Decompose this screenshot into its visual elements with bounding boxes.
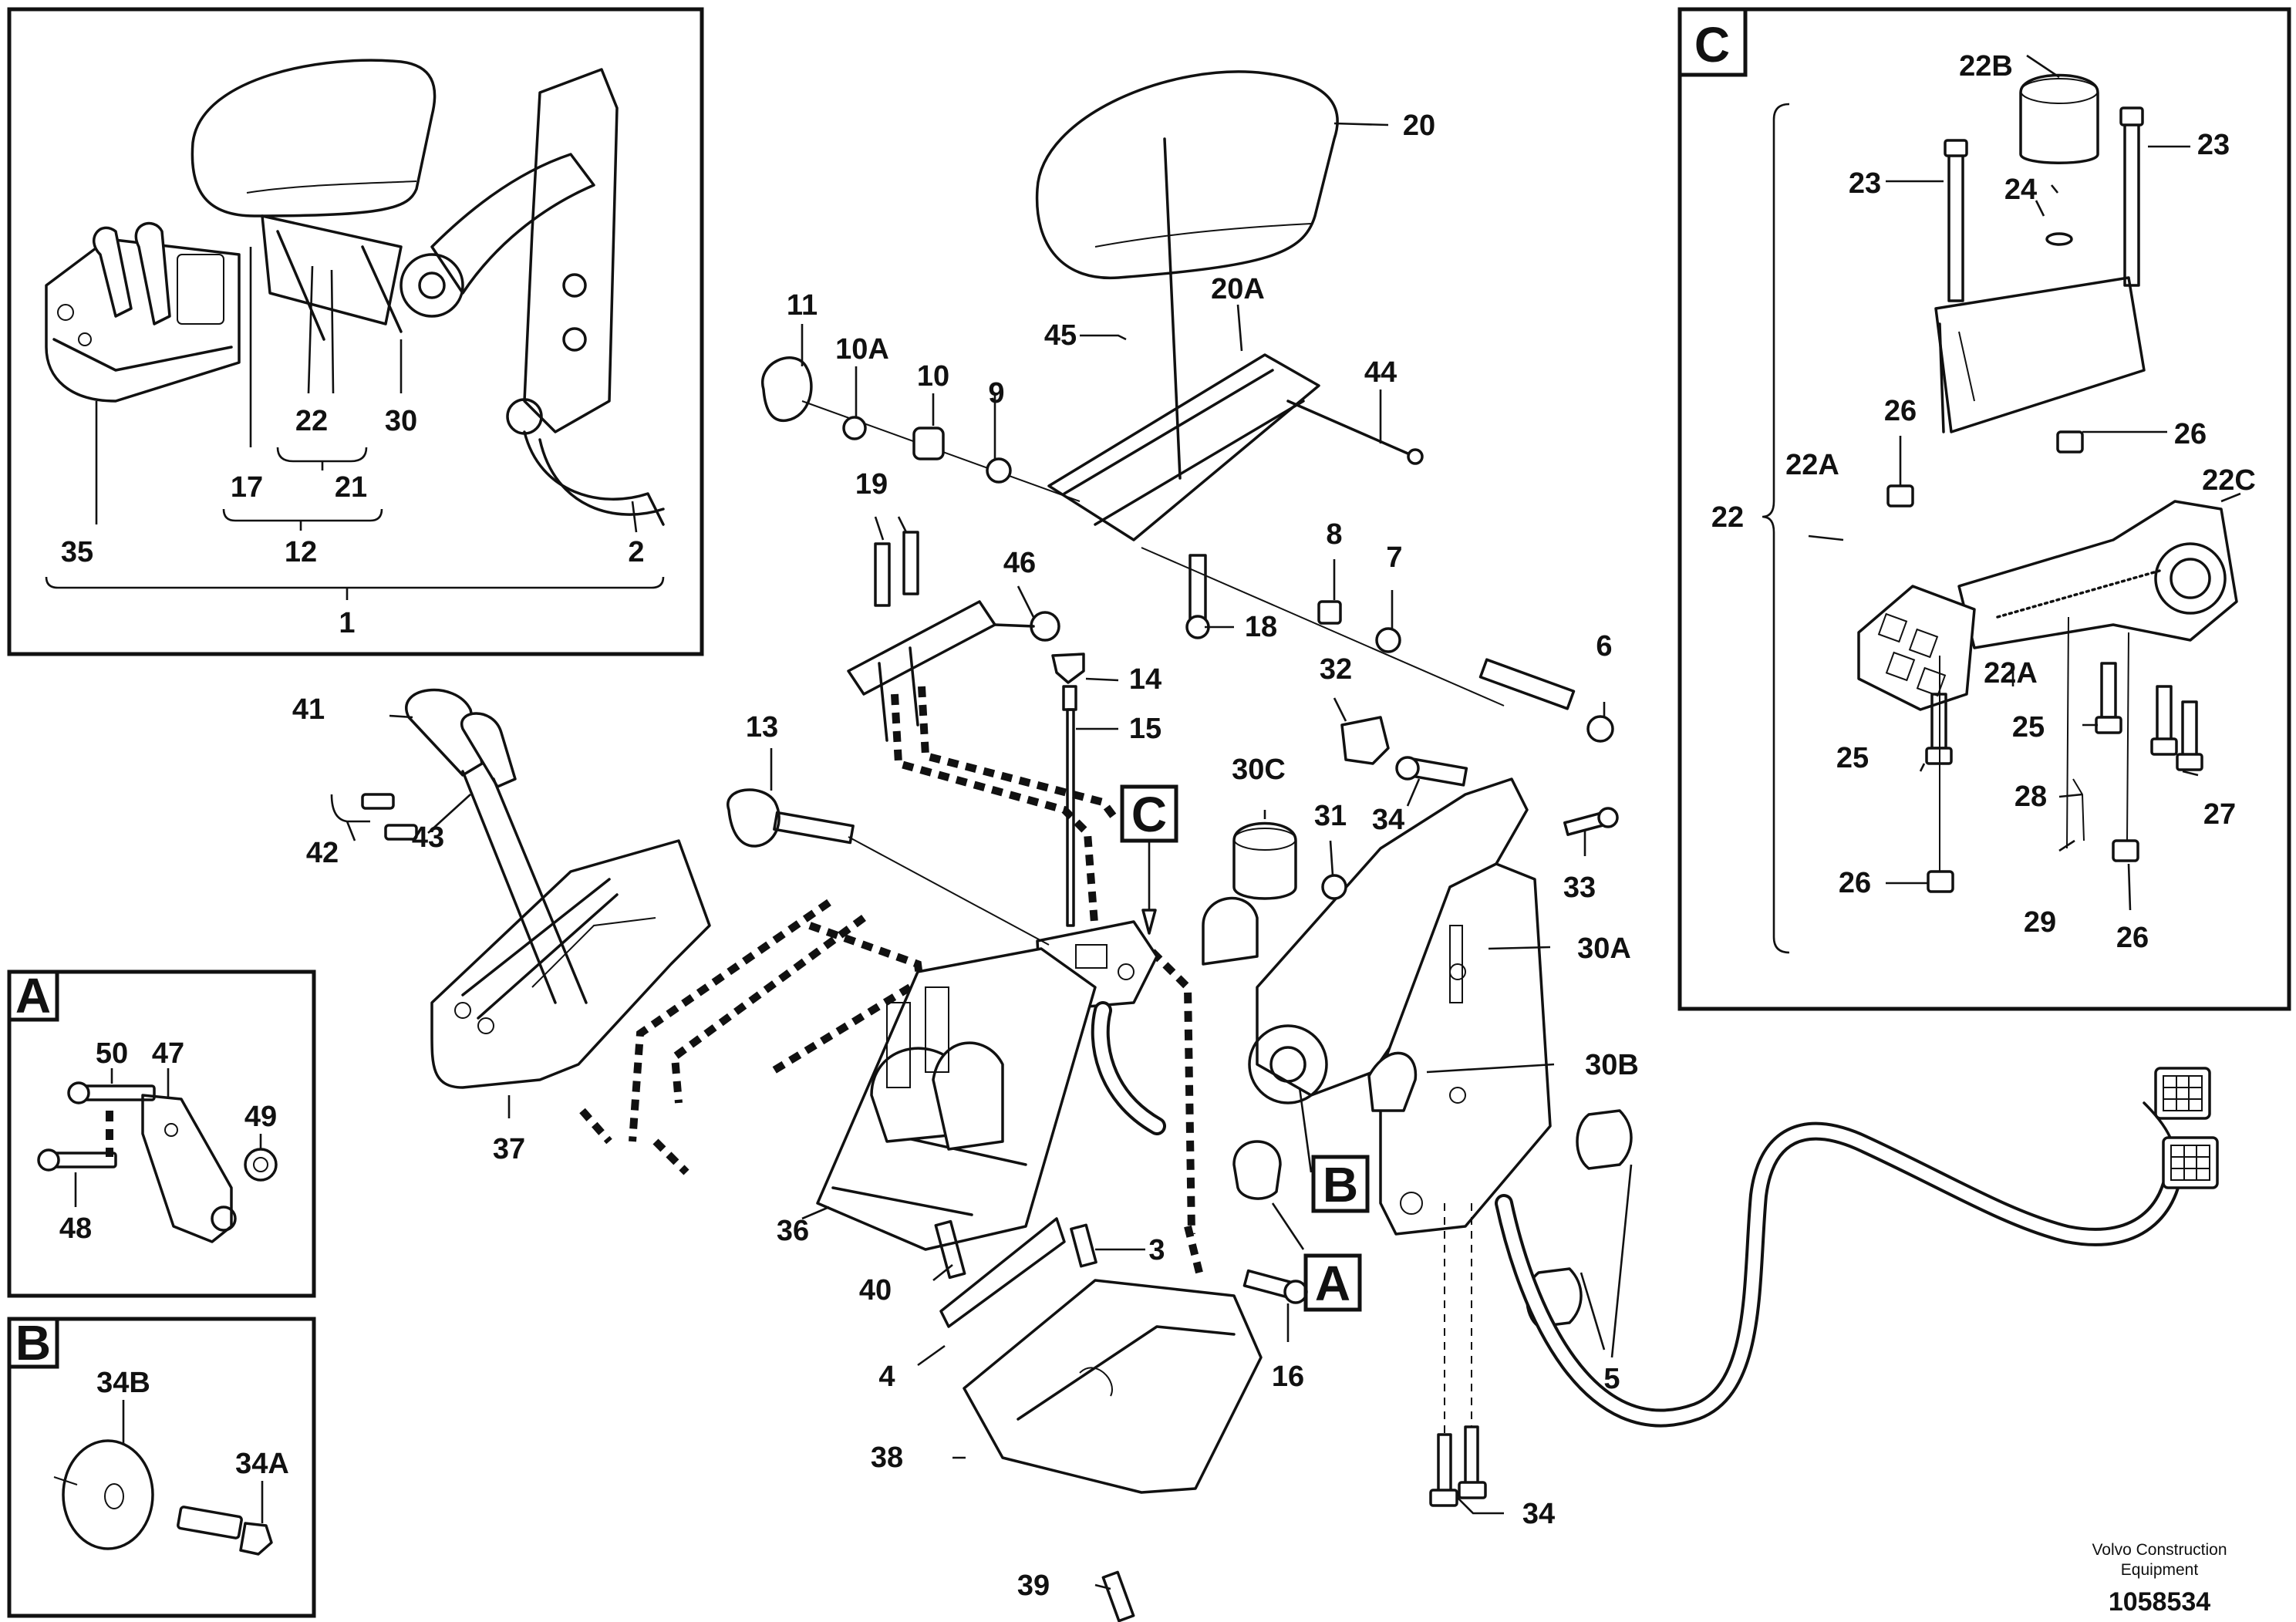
label-22: 22 bbox=[295, 405, 328, 437]
inset-a-letter: A bbox=[15, 968, 51, 1023]
label-50: 50 bbox=[96, 1037, 128, 1070]
label-30b: 30B bbox=[1585, 1049, 1639, 1081]
label-24: 24 bbox=[2004, 174, 2037, 206]
label-15: 15 bbox=[1129, 713, 1161, 745]
label-35: 35 bbox=[61, 536, 93, 568]
label-47: 47 bbox=[152, 1037, 184, 1070]
label-34-bottom: 34 bbox=[1522, 1498, 1555, 1530]
label-22: 22 bbox=[1711, 501, 1744, 534]
label-26-a: 26 bbox=[1884, 395, 1917, 427]
label-19: 19 bbox=[855, 468, 888, 501]
drawing-id: 1058534 bbox=[2109, 1587, 2210, 1617]
label-22a-top: 22A bbox=[1785, 449, 1839, 481]
label-41: 41 bbox=[292, 693, 325, 726]
callout-a-letter: A bbox=[1315, 1256, 1350, 1311]
label-29: 29 bbox=[2024, 906, 2056, 939]
label-20: 20 bbox=[1403, 110, 1435, 142]
footer: Volvo Construction Equipment 1058534 bbox=[2092, 1541, 2227, 1617]
label-7: 7 bbox=[1386, 541, 1402, 574]
label-36: 36 bbox=[777, 1215, 809, 1247]
label-40: 40 bbox=[859, 1274, 892, 1307]
label-26-c: 26 bbox=[1839, 867, 1871, 899]
label-48: 48 bbox=[59, 1212, 92, 1245]
label-22a-bottom: 22A bbox=[1984, 657, 2038, 690]
label-49: 49 bbox=[244, 1101, 277, 1133]
label-39: 39 bbox=[1017, 1570, 1050, 1602]
label-43: 43 bbox=[412, 821, 444, 854]
label-22c: 22C bbox=[2202, 464, 2256, 497]
label-33: 33 bbox=[1563, 872, 1596, 904]
inset-c-letter: C bbox=[1694, 17, 1730, 73]
label-26-d: 26 bbox=[2116, 922, 2149, 954]
brand-line-2: Equipment bbox=[2121, 1561, 2199, 1579]
label-21: 21 bbox=[335, 471, 367, 504]
label-20a: 20A bbox=[1211, 273, 1265, 305]
label-2: 2 bbox=[628, 536, 644, 568]
label-34b: 34B bbox=[96, 1367, 150, 1399]
label-4: 4 bbox=[878, 1361, 895, 1393]
label-30c: 30C bbox=[1232, 754, 1286, 786]
label-22b: 22B bbox=[1959, 50, 2013, 83]
label-45: 45 bbox=[1044, 319, 1077, 352]
detail-inset-a: A 50 47 49 48 bbox=[7, 968, 316, 1298]
label-17: 17 bbox=[231, 471, 263, 504]
detail-inset-c: C bbox=[1677, 7, 2291, 1011]
overview-inset: 35 17 22 30 21 12 2 1 bbox=[7, 7, 704, 656]
main-exploded-view: C B A bbox=[292, 70, 2219, 1622]
label-10: 10 bbox=[917, 360, 949, 393]
label-42: 42 bbox=[306, 837, 339, 869]
label-34-mid: 34 bbox=[1372, 804, 1404, 836]
label-32: 32 bbox=[1320, 653, 1352, 686]
label-14: 14 bbox=[1129, 663, 1161, 696]
detail-inset-b: B 34B 34A bbox=[7, 1315, 316, 1618]
label-23-right: 23 bbox=[2197, 129, 2230, 161]
callout-c-letter: C bbox=[1131, 787, 1167, 842]
label-18: 18 bbox=[1245, 611, 1277, 643]
inset-b-letter: B bbox=[15, 1315, 51, 1371]
label-44: 44 bbox=[1364, 356, 1397, 389]
label-5: 5 bbox=[1603, 1363, 1620, 1395]
label-9: 9 bbox=[988, 377, 1004, 410]
label-38: 38 bbox=[871, 1442, 903, 1474]
label-23-left: 23 bbox=[1849, 167, 1881, 200]
label-30a: 30A bbox=[1577, 932, 1631, 965]
brand-line-1: Volvo Construction bbox=[2092, 1541, 2227, 1559]
label-25-right: 25 bbox=[2012, 711, 2045, 744]
label-28: 28 bbox=[2014, 781, 2047, 813]
label-10a: 10A bbox=[835, 333, 889, 366]
label-12: 12 bbox=[285, 536, 317, 568]
label-26-b: 26 bbox=[2174, 418, 2207, 450]
label-6: 6 bbox=[1596, 630, 1612, 663]
label-13: 13 bbox=[746, 711, 778, 744]
label-8: 8 bbox=[1326, 518, 1342, 551]
label-27: 27 bbox=[2203, 798, 2236, 831]
callout-b-letter: B bbox=[1323, 1157, 1358, 1212]
label-31: 31 bbox=[1314, 800, 1347, 832]
label-30: 30 bbox=[385, 405, 417, 437]
label-1: 1 bbox=[339, 607, 355, 639]
label-25-left: 25 bbox=[1836, 742, 1869, 774]
label-11: 11 bbox=[787, 289, 818, 322]
label-37: 37 bbox=[493, 1133, 525, 1165]
label-16: 16 bbox=[1272, 1361, 1304, 1393]
label-3: 3 bbox=[1148, 1234, 1165, 1266]
label-46: 46 bbox=[1003, 547, 1036, 579]
label-34a: 34A bbox=[235, 1448, 289, 1480]
